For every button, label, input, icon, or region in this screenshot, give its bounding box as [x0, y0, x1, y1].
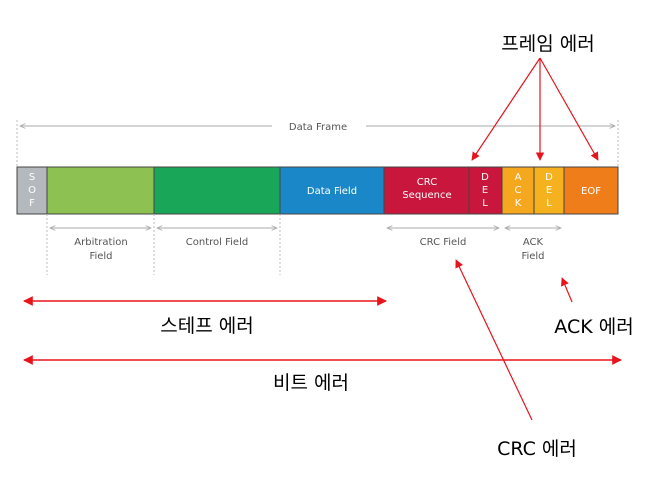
eof-label: EOF — [581, 186, 601, 197]
segment-data — [279, 166, 385, 215]
stuff-error-group: 스테프 에러 — [23, 296, 387, 337]
segment-crc-delimiter — [468, 166, 503, 215]
data-field-label: Data Field — [307, 186, 357, 197]
segment-eof — [563, 166, 619, 215]
frame-error-label: 프레임 에러 — [501, 33, 594, 55]
bit-error-group: 비트 에러 — [23, 355, 622, 394]
stuff-error-label: 스테프 에러 — [160, 315, 253, 337]
segment-crc-sequence — [383, 166, 470, 215]
crc-error-group: CRC 에러 — [455, 259, 577, 460]
frame-error-group: 프레임 에러 — [471, 33, 599, 161]
ack-error-group: ACK 에러 — [554, 277, 634, 338]
data-frame-label: Data Frame — [289, 122, 347, 133]
crc-error-label: CRC 에러 — [497, 438, 577, 460]
segment-ack-delimiter — [533, 166, 565, 215]
bit-error-label: 비트 에러 — [273, 372, 349, 394]
control-field-label: Control Field — [186, 237, 248, 248]
ack-error-label: ACK 에러 — [554, 316, 633, 338]
segment-arbitration — [46, 166, 155, 215]
data-frame-dimension: Data Frame — [16, 120, 619, 166]
crc-field-label: CRC Field — [420, 237, 467, 248]
segment-control — [153, 166, 281, 215]
